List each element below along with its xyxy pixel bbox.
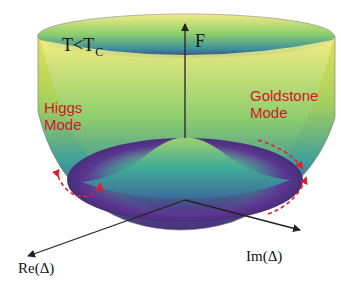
mode-label: Higgs Mode (44, 100, 104, 133)
subscript-label: C (95, 46, 103, 59)
mode-label: Goldstone Mode (250, 88, 334, 121)
temperature-label: T<T (62, 36, 94, 56)
axis-label: Im(Δ) (246, 248, 282, 265)
axis-label: F (195, 32, 205, 52)
axis-label: Re(Δ) (18, 260, 54, 277)
